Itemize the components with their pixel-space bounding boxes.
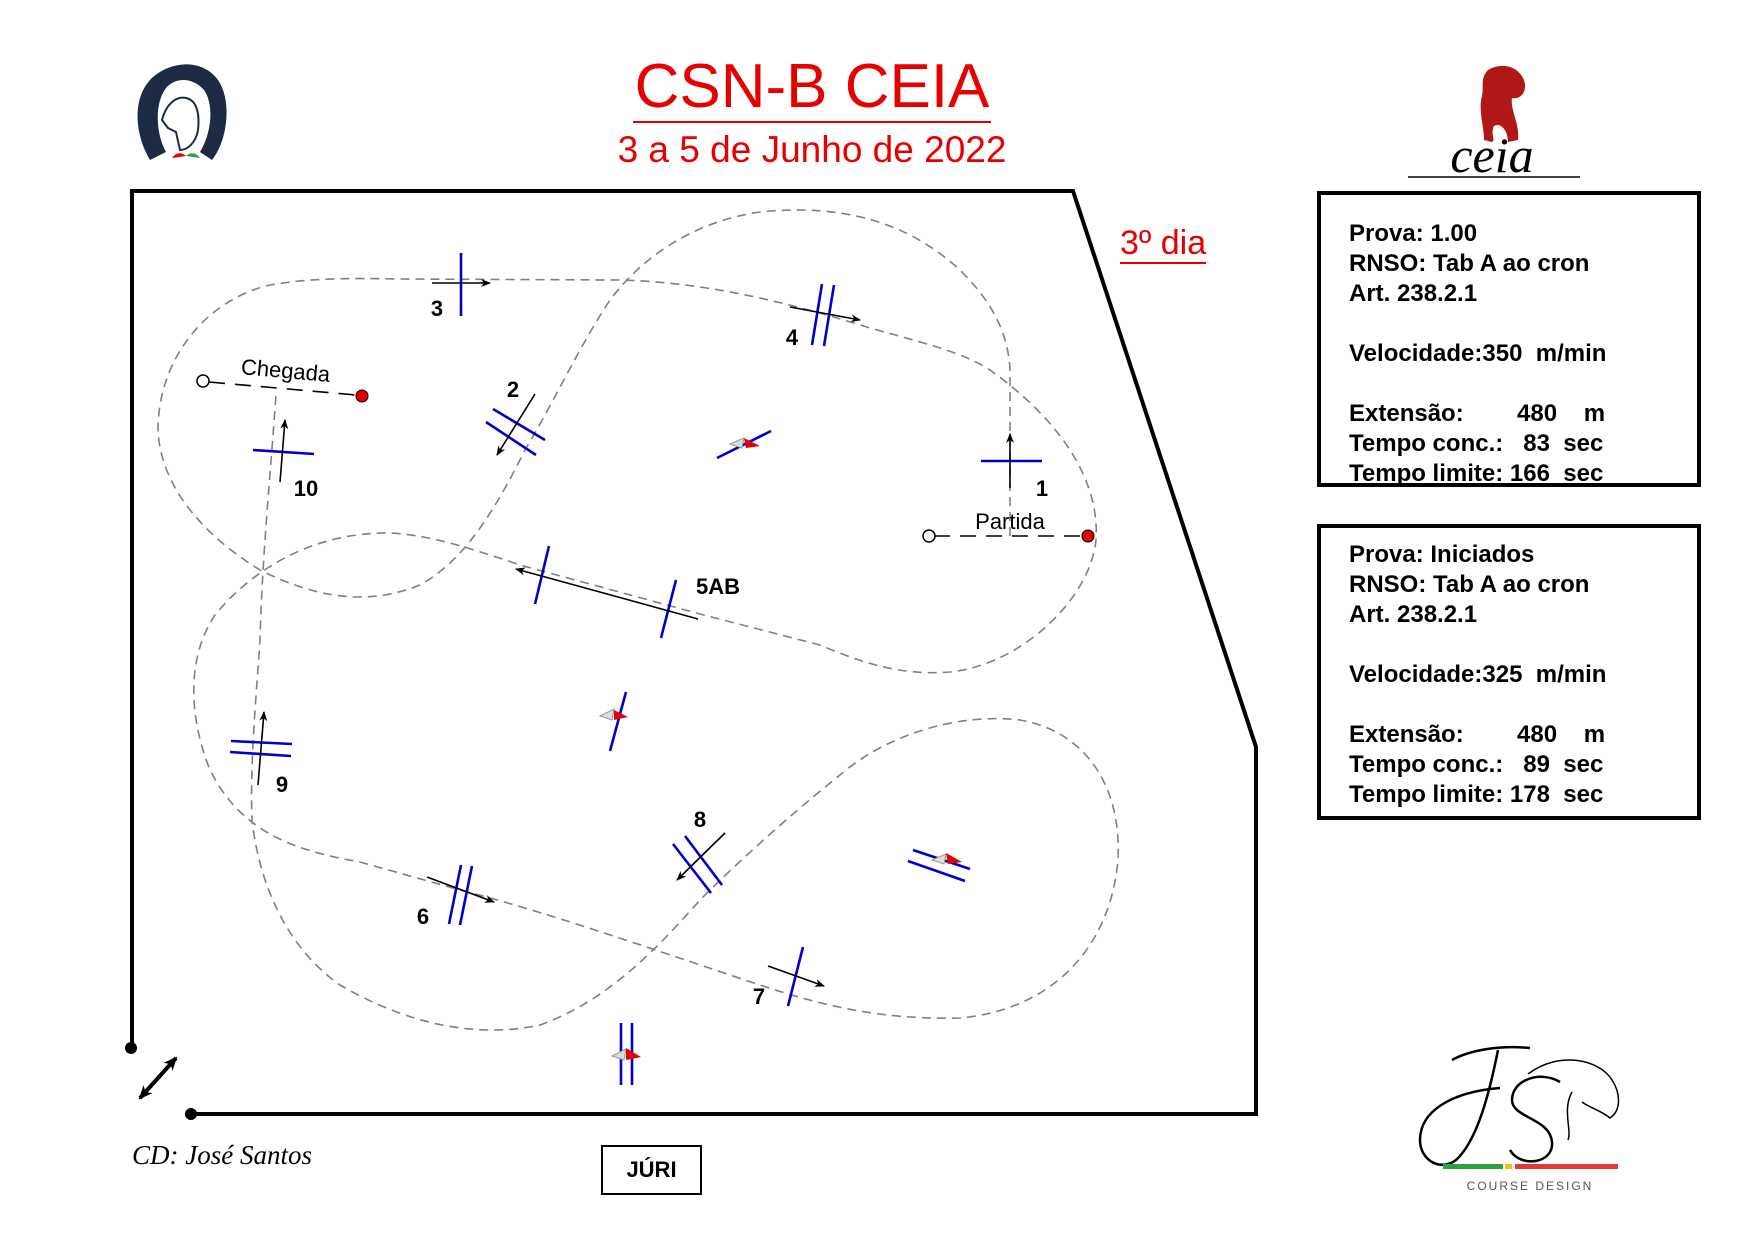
fence-number: 6 bbox=[417, 904, 429, 929]
ceia-logo-text: ceia bbox=[1450, 127, 1533, 183]
finish-post-icon bbox=[196, 374, 210, 388]
class-article: Art. 238.2.1 bbox=[1349, 601, 1478, 628]
event-title: CSN-B CEIA bbox=[632, 52, 992, 123]
class-article: Art. 238.2.1 bbox=[1349, 280, 1478, 307]
practice-fence bbox=[598, 691, 628, 752]
start-post-icon bbox=[922, 529, 936, 543]
ceia-logo: ceia bbox=[1408, 65, 1580, 183]
fence-7 bbox=[767, 946, 825, 1007]
class-rules: RNSO: Tab A ao cron bbox=[1349, 571, 1590, 598]
fence-3 bbox=[432, 253, 491, 316]
fence-number: 3 bbox=[431, 296, 443, 321]
class-name: Prova: Iniciados bbox=[1349, 541, 1535, 568]
event-dates: 3 a 5 de Junho de 2022 bbox=[617, 129, 1007, 170]
federation-logo bbox=[137, 64, 227, 160]
class-time-allowed: Tempo conc.: 83 sec bbox=[1349, 430, 1604, 457]
practice-fence bbox=[907, 848, 971, 883]
class-info-box: Prova: 1.00 RNSO: Tab A ao cron Art. 238… bbox=[1317, 191, 1701, 487]
class-time-limit: Tempo limite: 178 sec bbox=[1349, 781, 1604, 808]
fence-number: 5AB bbox=[696, 574, 740, 599]
practice-fence bbox=[716, 429, 772, 460]
fence-number: 8 bbox=[694, 807, 706, 832]
course-track bbox=[157, 209, 1119, 1031]
start-label: Partida bbox=[975, 509, 1045, 534]
fence-number: 1 bbox=[1036, 476, 1048, 501]
class-speed: Velocidade:350 m/min bbox=[1349, 340, 1607, 367]
fence-9 bbox=[229, 711, 293, 786]
practice-fence bbox=[610, 1023, 641, 1085]
finish-line: Chegada bbox=[196, 354, 369, 403]
entrance-gate-icon bbox=[138, 1056, 178, 1100]
fence-number: 9 bbox=[276, 772, 288, 797]
finish-flag-icon bbox=[355, 389, 369, 403]
fence-5ab bbox=[515, 545, 699, 639]
class-name: Prova: 1.00 bbox=[1349, 220, 1478, 247]
arena-boundary bbox=[125, 189, 1258, 1120]
course-design-tagline: COURSE DESIGN bbox=[1467, 1179, 1594, 1193]
fence-10 bbox=[252, 419, 315, 483]
fence-1 bbox=[981, 433, 1042, 488]
fence-2 bbox=[485, 393, 546, 457]
fence-number: 7 bbox=[753, 984, 765, 1009]
class-rules: RNSO: Tab A ao cron bbox=[1349, 250, 1590, 277]
class-time-allowed: Tempo conc.: 89 sec bbox=[1349, 751, 1604, 778]
fence-number: 2 bbox=[507, 377, 519, 402]
fence-8 bbox=[671, 832, 726, 894]
day-label: 3º dia bbox=[1120, 224, 1207, 264]
class-length: Extensão: 480 m bbox=[1349, 721, 1606, 748]
jury-box: JÚRI bbox=[601, 1145, 702, 1195]
class-length: Extensão: 480 m bbox=[1349, 400, 1606, 427]
course-designer-credit: CD: José Santos bbox=[132, 1140, 312, 1170]
class-time-limit: Tempo limite: 166 sec bbox=[1349, 460, 1604, 487]
finish-label: Chegada bbox=[240, 354, 332, 387]
start-flag-icon bbox=[1081, 529, 1095, 543]
fence-number: 10 bbox=[294, 476, 318, 501]
start-line: Partida bbox=[922, 509, 1095, 543]
course-designer-logo: COURSE DESIGN bbox=[1418, 1045, 1620, 1193]
class-speed: Velocidade:325 m/min bbox=[1349, 661, 1607, 688]
fence-number: 4 bbox=[786, 325, 799, 350]
fence-6 bbox=[426, 864, 495, 926]
fence-4 bbox=[789, 283, 861, 347]
class-info-box: Prova: Iniciados RNSO: Tab A ao cron Art… bbox=[1317, 524, 1701, 820]
